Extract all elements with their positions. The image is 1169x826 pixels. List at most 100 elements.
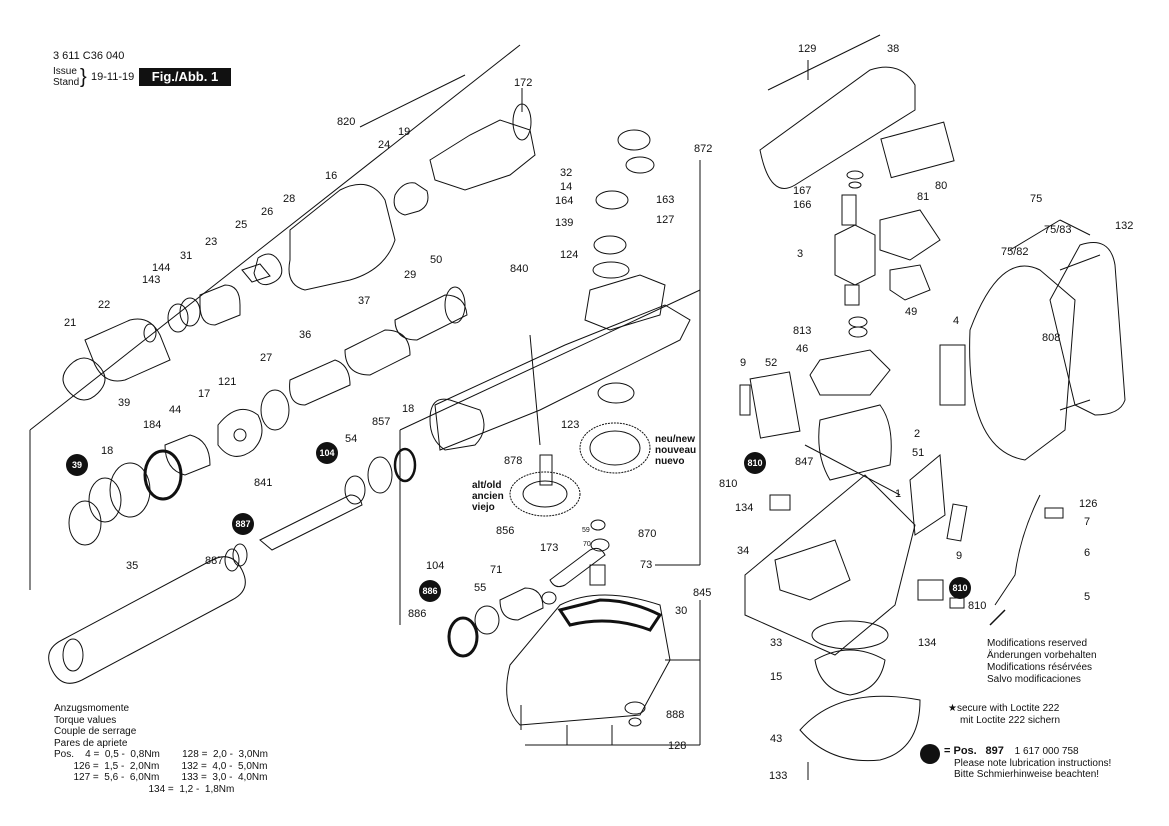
part-label: 18	[402, 403, 415, 415]
note-line: Änderungen vorbehalten	[987, 650, 1097, 661]
part-label: 71	[490, 564, 503, 576]
part-label: 878	[504, 455, 523, 467]
part-label: 139	[555, 217, 574, 229]
part-label: 7	[1084, 516, 1091, 528]
new-label-line: nuevo	[655, 456, 685, 467]
part-label: 24	[378, 139, 391, 151]
part-label: 75/82	[1001, 246, 1029, 258]
old-label-line: alt/old	[472, 480, 502, 491]
part-label: 75/83	[1044, 224, 1072, 236]
small-label-59: 59	[582, 527, 590, 534]
part-label: 872	[694, 143, 713, 155]
part-label: 4	[953, 315, 960, 327]
part-label: 80	[935, 180, 948, 192]
torque-title: Anzugsmomente	[54, 703, 130, 714]
part-label: 52	[765, 357, 778, 369]
part-label: 34	[737, 545, 750, 557]
loctite-note: ★secure with Loctite 222 mit Loctite 222…	[948, 703, 1060, 726]
part-label: 126	[1079, 498, 1098, 510]
part-label: 5	[1084, 591, 1091, 603]
part-label: 23	[205, 236, 218, 248]
note-line: Salvo modificaciones	[987, 674, 1081, 685]
part-label: 810	[719, 478, 738, 490]
lubrication-line: Please note lubrication instructions!	[954, 757, 1112, 769]
part-label: 127	[656, 214, 675, 226]
part-label: 81	[917, 191, 930, 203]
part-number: 1 617 000 758	[1014, 746, 1079, 757]
part-label: 21	[64, 317, 77, 329]
part-label: 29	[404, 269, 417, 281]
part-label: 133	[769, 770, 788, 782]
old-label-line: viejo	[472, 502, 495, 513]
torque-title: Couple de serrage	[54, 726, 137, 737]
part-label: 75	[1030, 193, 1043, 205]
part-label: 25	[235, 219, 248, 231]
part-label: 14	[560, 181, 573, 193]
loctite-line: ★secure with Loctite 222	[948, 703, 1060, 715]
torque-row: Pos. 4 = 0,5 - 0,8Nm 128 = 2,0 - 3,0Nm	[54, 749, 268, 760]
lubrication-dot-icon	[920, 744, 940, 764]
part-label: 164	[555, 195, 574, 207]
torque-row: 126 = 1,5 - 2,0Nm 132 = 4,0 - 5,0Nm	[54, 760, 268, 772]
part-label: 184	[143, 419, 162, 431]
loctite-text: secure with Loctite 222	[956, 703, 1060, 714]
part-label: 36	[299, 329, 312, 341]
part-label: 123	[561, 419, 580, 431]
part-label: 847	[795, 456, 814, 468]
torque-title: Pares de apriete	[54, 737, 128, 749]
part-label: 841	[254, 477, 273, 489]
part-label: 888	[666, 709, 685, 721]
part-label: 813	[793, 325, 812, 337]
new-label: neu/new nouveau nuevo	[655, 434, 696, 467]
part-label: 810	[968, 600, 987, 612]
part-label: 37	[358, 295, 371, 307]
part-label: 845	[693, 587, 712, 599]
part-label: 39	[118, 397, 131, 409]
new-label-line: nouveau	[655, 445, 697, 456]
part-label: 163	[656, 194, 675, 206]
lubrication-badge: 886	[419, 580, 441, 602]
part-label: 44	[169, 404, 182, 416]
part-label: 27	[260, 352, 273, 364]
part-label: 6	[1084, 547, 1091, 559]
part-label: 129	[798, 43, 817, 55]
part-label: 17	[198, 388, 211, 400]
part-label: 33	[770, 637, 783, 649]
part-label: 43	[770, 733, 783, 745]
part-label: 54	[345, 433, 358, 445]
lubrication-line: Bitte Schmierhinweise beachten!	[954, 769, 1100, 780]
part-label: 887	[205, 555, 224, 567]
part-label: 50	[430, 254, 443, 266]
part-label: 104	[426, 560, 445, 572]
star-icon: ★	[948, 703, 957, 714]
part-label: 38	[887, 43, 900, 55]
lubrication-note: = Pos. 897 1 617 000 758 Please note lub…	[944, 745, 1112, 781]
part-label: 31	[180, 250, 193, 262]
part-label: 134	[918, 637, 937, 649]
lubrication-badge: 887	[232, 513, 254, 535]
part-label: 35	[126, 560, 139, 572]
brace: }	[80, 66, 87, 88]
part-label: 16	[325, 170, 338, 182]
torque-row: 127 = 5,6 - 6,0Nm 133 = 3,0 - 4,0Nm	[54, 772, 268, 783]
part-label: 46	[796, 343, 809, 355]
part-label: 19	[398, 126, 411, 138]
old-label: alt/old ancien viejo	[472, 480, 504, 513]
issue-date: 19-11-19	[91, 71, 135, 83]
part-label: 73	[640, 559, 653, 571]
lubrication-badge: 104	[316, 442, 338, 464]
part-label: 55	[474, 582, 487, 594]
part-label: 51	[912, 447, 925, 459]
part-label: 28	[283, 193, 296, 205]
part-label: 857	[372, 416, 391, 428]
lubrication-badge: 39	[66, 454, 88, 476]
part-label: 3	[797, 248, 804, 260]
part-label: 886	[408, 608, 427, 620]
part-label: 49	[905, 306, 918, 318]
loctite-text: mit Loctite 222 sichern	[960, 714, 1061, 726]
pos-label: = Pos.	[944, 745, 977, 757]
part-label: 808	[1042, 332, 1061, 344]
pos-number: 897	[985, 745, 1004, 757]
